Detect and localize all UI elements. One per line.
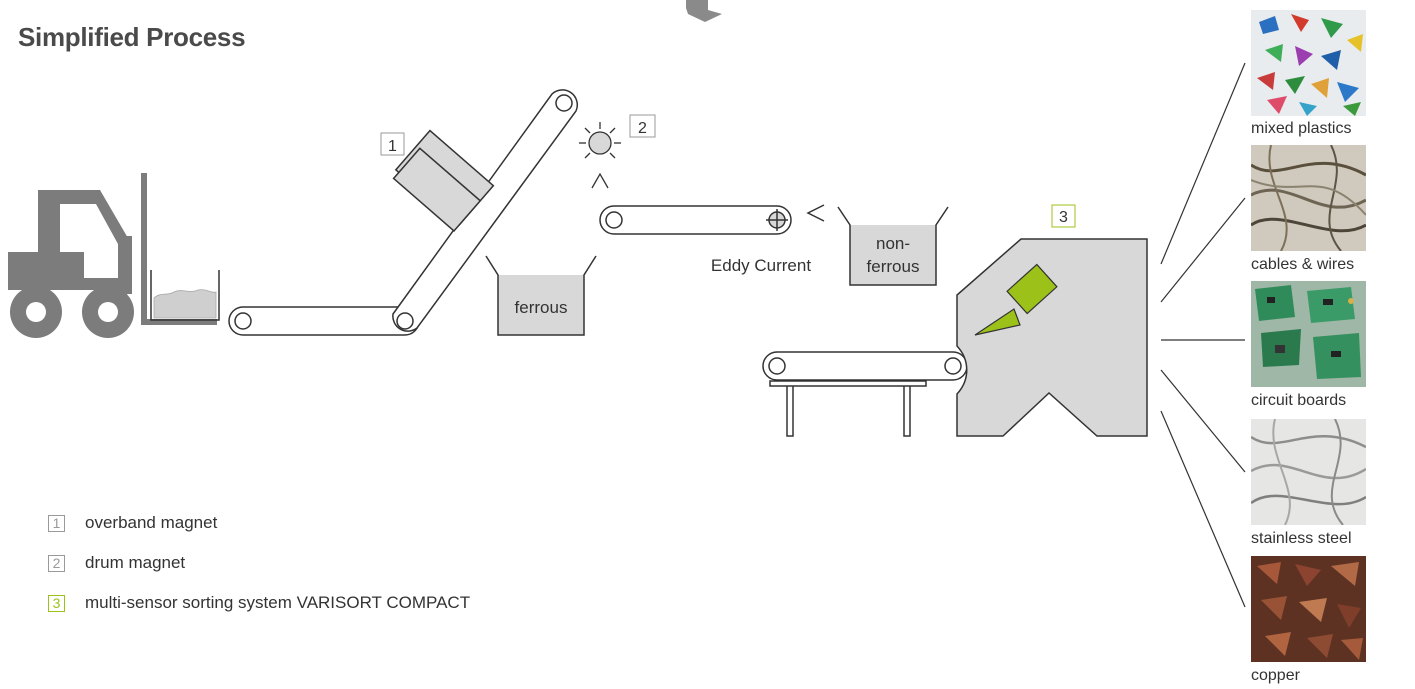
legend-item-varisort: 3 multi-sensor sorting system VARISORT C… [48, 592, 470, 614]
nonferrous-label-line1: non- [876, 234, 910, 253]
eddy-current-conveyor [599, 204, 825, 235]
marker-2 [629, 114, 656, 138]
output-label-circuit-boards: circuit boards [1251, 392, 1347, 409]
eddy-current-label: Eddy Current [711, 256, 811, 275]
forklift-icon [8, 173, 217, 338]
output-label-copper: copper [1251, 667, 1300, 684]
page-title: Simplified Process [18, 22, 246, 52]
marker-1-label: 1 [388, 138, 397, 155]
ferrous-bin [485, 255, 597, 336]
input-bin [150, 270, 220, 321]
legend-item-drum-magnet: 2 drum magnet [48, 552, 470, 574]
feed-conveyor [228, 306, 420, 336]
drum-magnet-icon [579, 122, 621, 189]
output-lines [1160, 62, 1246, 608]
ferrous-label: ferrous [515, 298, 568, 317]
nonferrous-bin [837, 206, 949, 286]
mixed-plastics-photo [1251, 10, 1366, 116]
overband-magnet-icon [392, 129, 495, 232]
marker-3 [1051, 204, 1076, 228]
legend-text: overband magnet [85, 513, 218, 532]
nonferrous-label-line2: ferrous [867, 257, 920, 276]
output-label-cables-wires: cables & wires [1251, 256, 1355, 273]
output-label-stainless-steel: stainless steel [1251, 530, 1352, 547]
legend-text: drum magnet [85, 553, 186, 572]
copper-photo [1251, 556, 1366, 662]
varisort-sorter-machine [956, 238, 1148, 437]
top-artifact-icon [686, 0, 722, 22]
legend-number: 3 [48, 594, 65, 612]
legend-number: 1 [48, 514, 65, 532]
cables-wires-photo [1251, 145, 1366, 251]
legend: 1 overband magnet 2 drum magnet 3 multi-… [48, 512, 470, 632]
inclined-conveyor [392, 89, 579, 332]
legend-text: multi-sensor sorting system VARISORT COM… [85, 593, 471, 612]
sorter-feed-conveyor [762, 351, 968, 437]
marker-3-label: 3 [1059, 209, 1068, 226]
legend-number: 2 [48, 554, 65, 572]
marker-2-label: 2 [638, 120, 647, 137]
output-label-mixed-plastics: mixed plastics [1251, 120, 1352, 137]
circuit-boards-photo [1251, 281, 1366, 387]
legend-item-overband-magnet: 1 overband magnet [48, 512, 470, 534]
stainless-steel-photo [1251, 419, 1366, 525]
marker-1 [380, 132, 405, 156]
